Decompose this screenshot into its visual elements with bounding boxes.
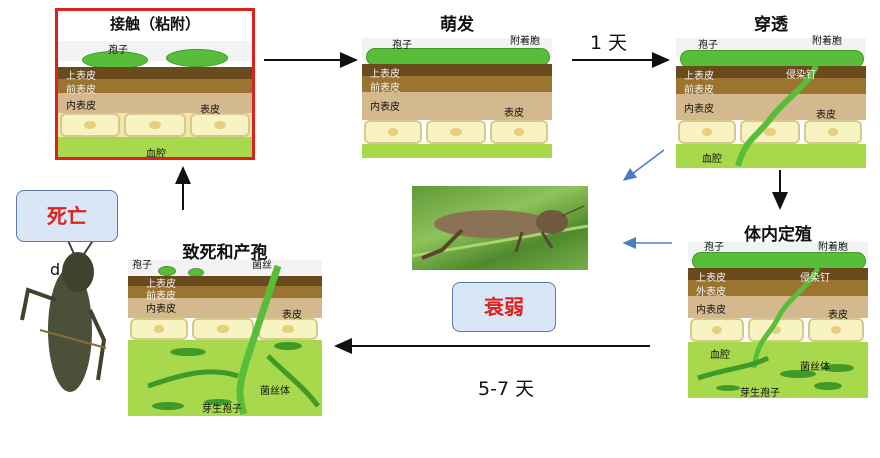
status-dead-box: 死亡 <box>16 190 118 242</box>
label-endocuticle: 内表皮 <box>66 101 96 112</box>
label-hypha: 菌丝 <box>252 260 272 271</box>
stage-penetration-title: 穿透 <box>754 15 788 35</box>
stage-germination-panel: 萌发 孢子 附着胞 上表皮 前表皮 内表皮 表皮 <box>362 8 552 158</box>
label-exocuticle: 外表皮 <box>696 287 726 298</box>
stage-lethal-title: 致死和产孢 <box>182 243 268 263</box>
label-spore: 孢子 <box>698 40 718 51</box>
label-epidermis: 表皮 <box>504 108 524 119</box>
penetration-peg-hypha <box>735 64 819 167</box>
label-spore: 孢子 <box>108 45 128 56</box>
spore-shape <box>158 266 176 276</box>
label-spore: 孢子 <box>132 260 152 271</box>
sporulating-hyphae <box>147 264 320 416</box>
label-haemocoel: 血腔 <box>702 154 722 165</box>
stage-germination-title: 萌发 <box>440 15 474 35</box>
letter-d: d <box>50 260 61 279</box>
arrow-penetration-to-photo <box>622 149 665 181</box>
label-endocuticle: 内表皮 <box>684 104 714 115</box>
label-epidermis: 表皮 <box>282 310 302 321</box>
grasshopper-icon <box>412 205 588 260</box>
label-spore: 孢子 <box>392 40 412 51</box>
label-upper-epicuticle: 上表皮 <box>696 273 726 284</box>
label-endocuticle: 内表皮 <box>370 102 400 113</box>
status-weak-box: 衰弱 <box>452 282 556 332</box>
label-procuticle: 前表皮 <box>370 83 400 94</box>
colonizing-hyphae <box>697 266 854 391</box>
label-mycelium: 菌丝体 <box>260 386 290 397</box>
label-penetration-peg: 侵染钉 <box>800 273 830 284</box>
caption-day1: 1 天 <box>590 32 628 54</box>
stage-colonization-title: 体内定殖 <box>744 225 812 245</box>
stage-contact-panel: 接触（粘附） 孢子 上表皮 前表皮 内表皮 表皮 血腔 <box>55 8 255 160</box>
label-spore: 孢子 <box>704 242 724 253</box>
label-upper-epicuticle: 上表皮 <box>66 71 96 82</box>
label-upper-epicuticle: 上表皮 <box>146 279 176 290</box>
label-mycelium: 菌丝体 <box>800 362 830 373</box>
label-haemocoel: 血腔 <box>710 350 730 361</box>
label-procuticle: 前表皮 <box>684 85 714 96</box>
label-penetration-peg: 侵染钉 <box>786 70 816 81</box>
label-endocuticle: 内表皮 <box>696 305 726 316</box>
label-upper-epicuticle: 上表皮 <box>370 69 400 80</box>
label-procuticle: 前表皮 <box>66 85 96 96</box>
label-appressorium: 附着胞 <box>812 36 842 47</box>
label-appressorium: 附着胞 <box>510 36 540 47</box>
label-upper-epicuticle: 上表皮 <box>684 71 714 82</box>
caption-day5-7: 5-7 天 <box>478 378 535 400</box>
stage-lethal-panel: 致死和产孢 孢子 菌丝 上表皮 前表皮 内表皮 表皮 菌丝体 芽生孢子 <box>128 236 322 416</box>
label-epidermis: 表皮 <box>828 310 848 321</box>
spore-shape <box>166 49 228 67</box>
label-epidermis: 表皮 <box>200 105 220 116</box>
stage-penetration-panel: 穿透 孢子 附着胞 上表皮 侵染钉 前表皮 内表皮 表皮 血腔 <box>676 8 866 168</box>
label-procuticle: 前表皮 <box>146 291 176 302</box>
stage-contact-title: 接触（粘附） <box>109 15 200 33</box>
label-blastospore: 芽生孢子 <box>202 404 242 415</box>
label-endocuticle: 内表皮 <box>146 304 176 315</box>
label-blastospore: 芽生孢子 <box>740 388 780 398</box>
label-epidermis: 表皮 <box>816 110 836 121</box>
grasshopper-photo <box>412 186 588 270</box>
stage-colonization-panel: 体内定殖 孢子 附着胞 上表皮 侵染钉 外表皮 内表皮 表皮 血腔 菌丝体 芽生… <box>688 218 868 398</box>
label-appressorium: 附着胞 <box>818 242 848 253</box>
label-haemocoel: 血腔 <box>146 149 166 160</box>
